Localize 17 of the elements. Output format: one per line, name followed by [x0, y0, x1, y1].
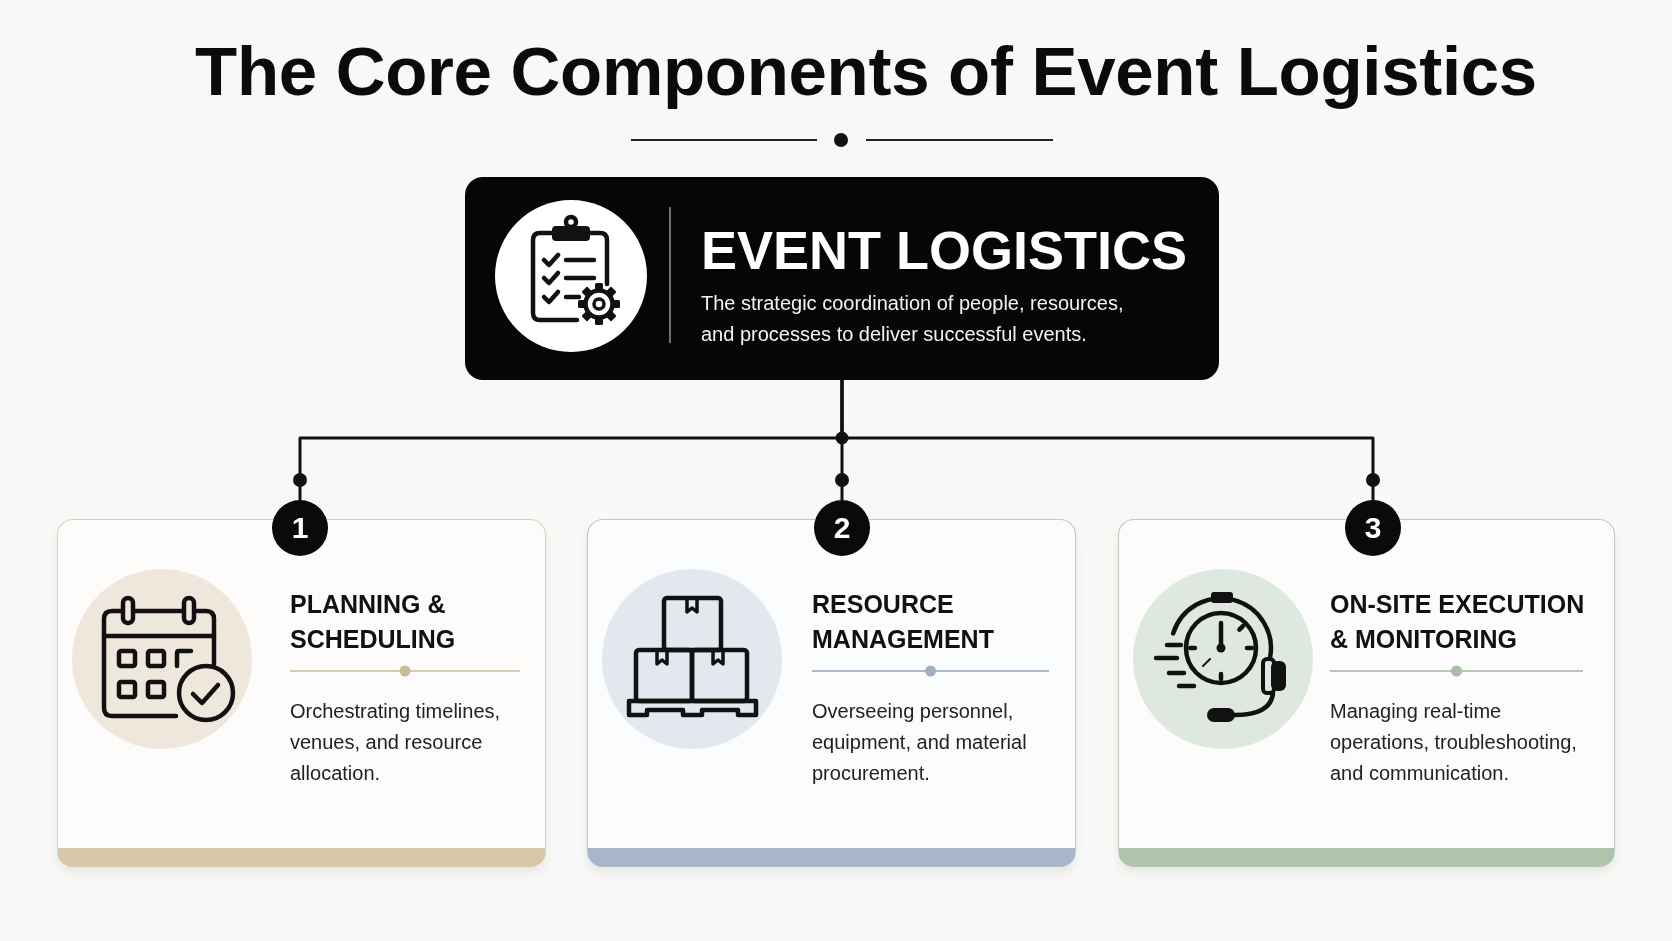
card-description: Overseeing personnel, equipment, and material procurement. — [812, 699, 1028, 786]
panel-description: The strategic coordination of people, resources, and processes to deliver successful events. — [701, 291, 1125, 347]
card-heading: PLANNING & SCHEDULING — [290, 589, 457, 655]
panel-heading: EVENT LOGISTICS — [701, 220, 1188, 280]
connector — [840, 380, 1380, 500]
title: The Core Components of Event Logistics — [194, 32, 1538, 112]
category-card — [587, 519, 1076, 867]
number-badge: 3 — [1345, 500, 1401, 556]
category-card — [57, 519, 546, 867]
central-panel — [465, 177, 1219, 380]
card-heading: ON-SITE EXECUTION & MONITORING — [1330, 589, 1586, 655]
card-description: Orchestrating timelines, venues, and resource allocation. — [290, 699, 502, 786]
card-heading: RESOURCE MANAGEMENT — [812, 589, 995, 655]
number-badge: 2 — [814, 500, 870, 556]
category-card — [1118, 519, 1615, 867]
card-description: Managing real-time operations, troubleshooting, and communication. — [1330, 699, 1578, 786]
number-badge: 1 — [272, 500, 328, 556]
